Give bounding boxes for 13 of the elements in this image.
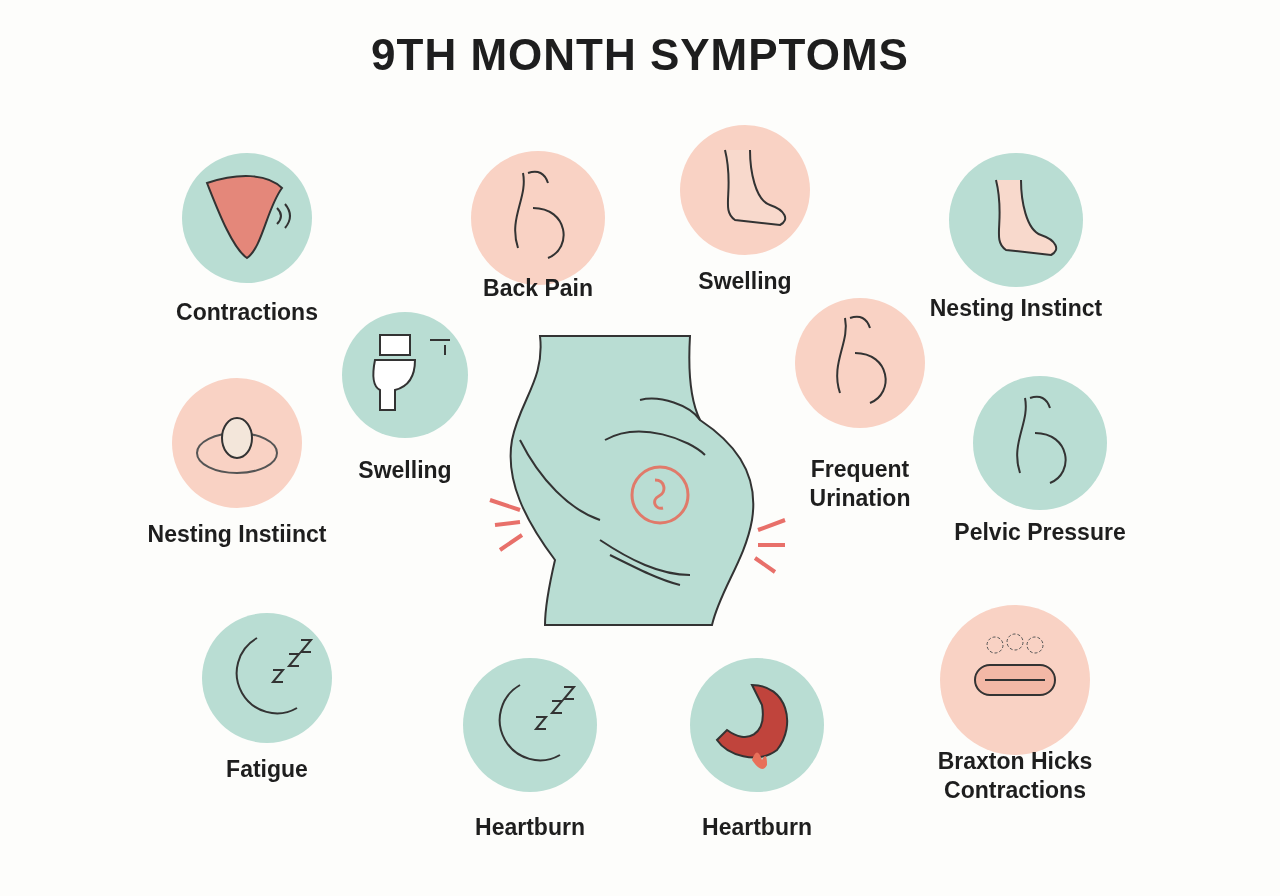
symptom-label: Contractions bbox=[175, 298, 319, 327]
symptom-label: Back Pain bbox=[482, 274, 594, 303]
symptom-label: Nesting Instinct bbox=[928, 294, 1104, 323]
symptom-label: Heartburn bbox=[701, 813, 813, 842]
symptom-label: Pelvic Pressure bbox=[953, 518, 1127, 547]
symptom-label: Frequent Urination bbox=[808, 455, 912, 513]
symptom-label: Braxton Hicks Contractions bbox=[936, 747, 1094, 805]
title: 9TH MONTH SYMPTOMS bbox=[370, 30, 910, 80]
symptom-label: Nesting Instiinct bbox=[146, 520, 328, 549]
symptom-label: Swelling bbox=[357, 456, 453, 485]
symptom-label: Swelling bbox=[697, 267, 793, 296]
symptom-label: Fatigue bbox=[225, 755, 309, 784]
symptom-label: Heartburn bbox=[474, 813, 586, 842]
